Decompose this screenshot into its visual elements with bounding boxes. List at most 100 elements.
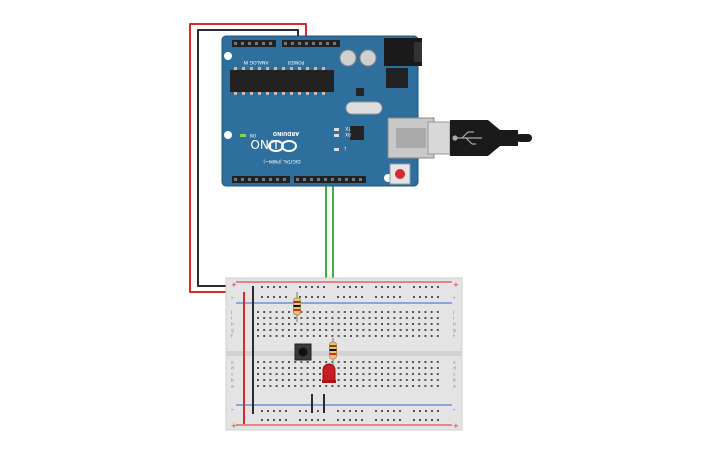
breadboard-hole[interactable] <box>387 323 390 325</box>
breadboard-hole[interactable] <box>273 296 275 298</box>
breadboard-hole[interactable] <box>306 311 309 313</box>
breadboard-hole[interactable] <box>269 379 272 381</box>
breadboard-hole[interactable] <box>362 335 365 337</box>
breadboard-hole[interactable] <box>405 311 408 313</box>
breadboard-hole[interactable] <box>337 419 339 421</box>
breadboard-hole[interactable] <box>393 367 396 369</box>
breadboard-hole[interactable] <box>261 296 263 298</box>
breadboard-hole[interactable] <box>323 286 325 288</box>
breadboard-hole[interactable] <box>430 323 433 325</box>
breadboard-hole[interactable] <box>430 317 433 319</box>
breadboard-hole[interactable] <box>399 379 402 381</box>
breadboard-hole[interactable] <box>362 317 365 319</box>
breadboard-hole[interactable] <box>350 367 352 369</box>
breadboard-hole[interactable] <box>288 367 290 369</box>
breadboard-hole[interactable] <box>337 323 340 325</box>
breadboard-hole[interactable] <box>355 286 357 288</box>
breadboard-hole[interactable] <box>294 323 297 325</box>
breadboard-hole[interactable] <box>412 367 414 369</box>
breadboard-hole[interactable] <box>436 361 439 363</box>
breadboard-hole[interactable] <box>393 317 396 319</box>
breadboard-hole[interactable] <box>368 385 371 387</box>
breadboard-hole[interactable] <box>399 373 402 375</box>
breadboard-hole[interactable] <box>300 373 303 375</box>
breadboard-hole[interactable] <box>424 373 427 375</box>
breadboard-hole[interactable] <box>306 385 309 387</box>
breadboard-hole[interactable] <box>319 361 321 363</box>
resistor-2[interactable] <box>329 338 337 366</box>
breadboard-hole[interactable] <box>425 296 427 298</box>
breadboard-hole[interactable] <box>413 410 415 412</box>
breadboard-hole[interactable] <box>312 311 315 313</box>
breadboard-hole[interactable] <box>399 323 402 325</box>
wire-red-5v[interactable] <box>189 23 307 293</box>
breadboard-hole[interactable] <box>323 419 325 421</box>
breadboard-hole[interactable] <box>350 379 352 381</box>
breadboard-hole[interactable] <box>306 373 309 375</box>
breadboard-hole[interactable] <box>374 367 377 369</box>
breadboard-hole[interactable] <box>337 286 339 288</box>
breadboard-hole[interactable] <box>349 296 351 298</box>
breadboard-hole[interactable] <box>418 379 421 381</box>
breadboard-hole[interactable] <box>399 385 402 387</box>
breadboard-hole[interactable] <box>374 385 377 387</box>
breadboard-hole[interactable] <box>430 385 433 387</box>
breadboard-hole[interactable] <box>275 373 278 375</box>
breadboard-hole[interactable] <box>275 367 278 369</box>
breadboard-hole[interactable] <box>375 286 377 288</box>
breadboard-hole[interactable] <box>257 385 259 387</box>
red-led[interactable] <box>322 363 336 383</box>
breadboard-hole[interactable] <box>343 373 346 375</box>
breadboard-hole[interactable] <box>412 317 414 319</box>
breadboard-hole[interactable] <box>375 419 377 421</box>
breadboard-hole[interactable] <box>281 367 284 369</box>
breadboard-hole[interactable] <box>281 335 284 337</box>
breadboard-hole[interactable] <box>312 335 315 337</box>
breadboard-hole[interactable] <box>281 323 284 325</box>
breadboard-hole[interactable] <box>343 410 345 412</box>
breadboard-hole[interactable] <box>337 367 340 369</box>
breadboard-hole[interactable] <box>356 323 359 325</box>
analog-header[interactable] <box>232 40 276 47</box>
breadboard-hole[interactable] <box>424 385 427 387</box>
breadboard-hole[interactable] <box>350 385 352 387</box>
breadboard-hole[interactable] <box>288 379 290 381</box>
breadboard-hole[interactable] <box>325 335 328 337</box>
breadboard-hole[interactable] <box>425 410 427 412</box>
breadboard-hole[interactable] <box>288 373 290 375</box>
breadboard-hole[interactable] <box>425 286 427 288</box>
breadboard-hole[interactable] <box>299 296 301 298</box>
breadboard-hole[interactable] <box>337 410 339 412</box>
breadboard-hole[interactable] <box>361 296 363 298</box>
breadboard-hole[interactable] <box>337 296 339 298</box>
breadboard-hole[interactable] <box>368 317 371 319</box>
breadboard-hole[interactable] <box>430 379 433 381</box>
breadboard-hole[interactable] <box>300 329 303 331</box>
breadboard-hole[interactable] <box>267 410 269 412</box>
breadboard-hole[interactable] <box>355 419 357 421</box>
breadboard-hole[interactable] <box>311 286 313 288</box>
breadboard-hole[interactable] <box>269 329 272 331</box>
breadboard-hole[interactable] <box>374 335 377 337</box>
breadboard-hole[interactable] <box>294 367 297 369</box>
breadboard-hole[interactable] <box>405 367 408 369</box>
breadboard-hole[interactable] <box>343 361 346 363</box>
breadboard-hole[interactable] <box>412 335 414 337</box>
breadboard-hole[interactable] <box>419 410 421 412</box>
breadboard-hole[interactable] <box>261 286 263 288</box>
breadboard-hole[interactable] <box>343 329 346 331</box>
breadboard-hole[interactable] <box>306 335 309 337</box>
breadboard-hole[interactable] <box>436 311 439 313</box>
breadboard-hole[interactable] <box>279 419 281 421</box>
breadboard-hole[interactable] <box>325 385 328 387</box>
breadboard-hole[interactable] <box>362 361 365 363</box>
breadboard-hole[interactable] <box>368 335 371 337</box>
breadboard-hole[interactable] <box>399 296 401 298</box>
breadboard-hole[interactable] <box>424 367 427 369</box>
breadboard-hole[interactable] <box>375 410 377 412</box>
breadboard-hole[interactable] <box>312 317 315 319</box>
breadboard-hole[interactable] <box>436 317 439 319</box>
breadboard-hole[interactable] <box>418 373 421 375</box>
breadboard-hole[interactable] <box>387 311 390 313</box>
